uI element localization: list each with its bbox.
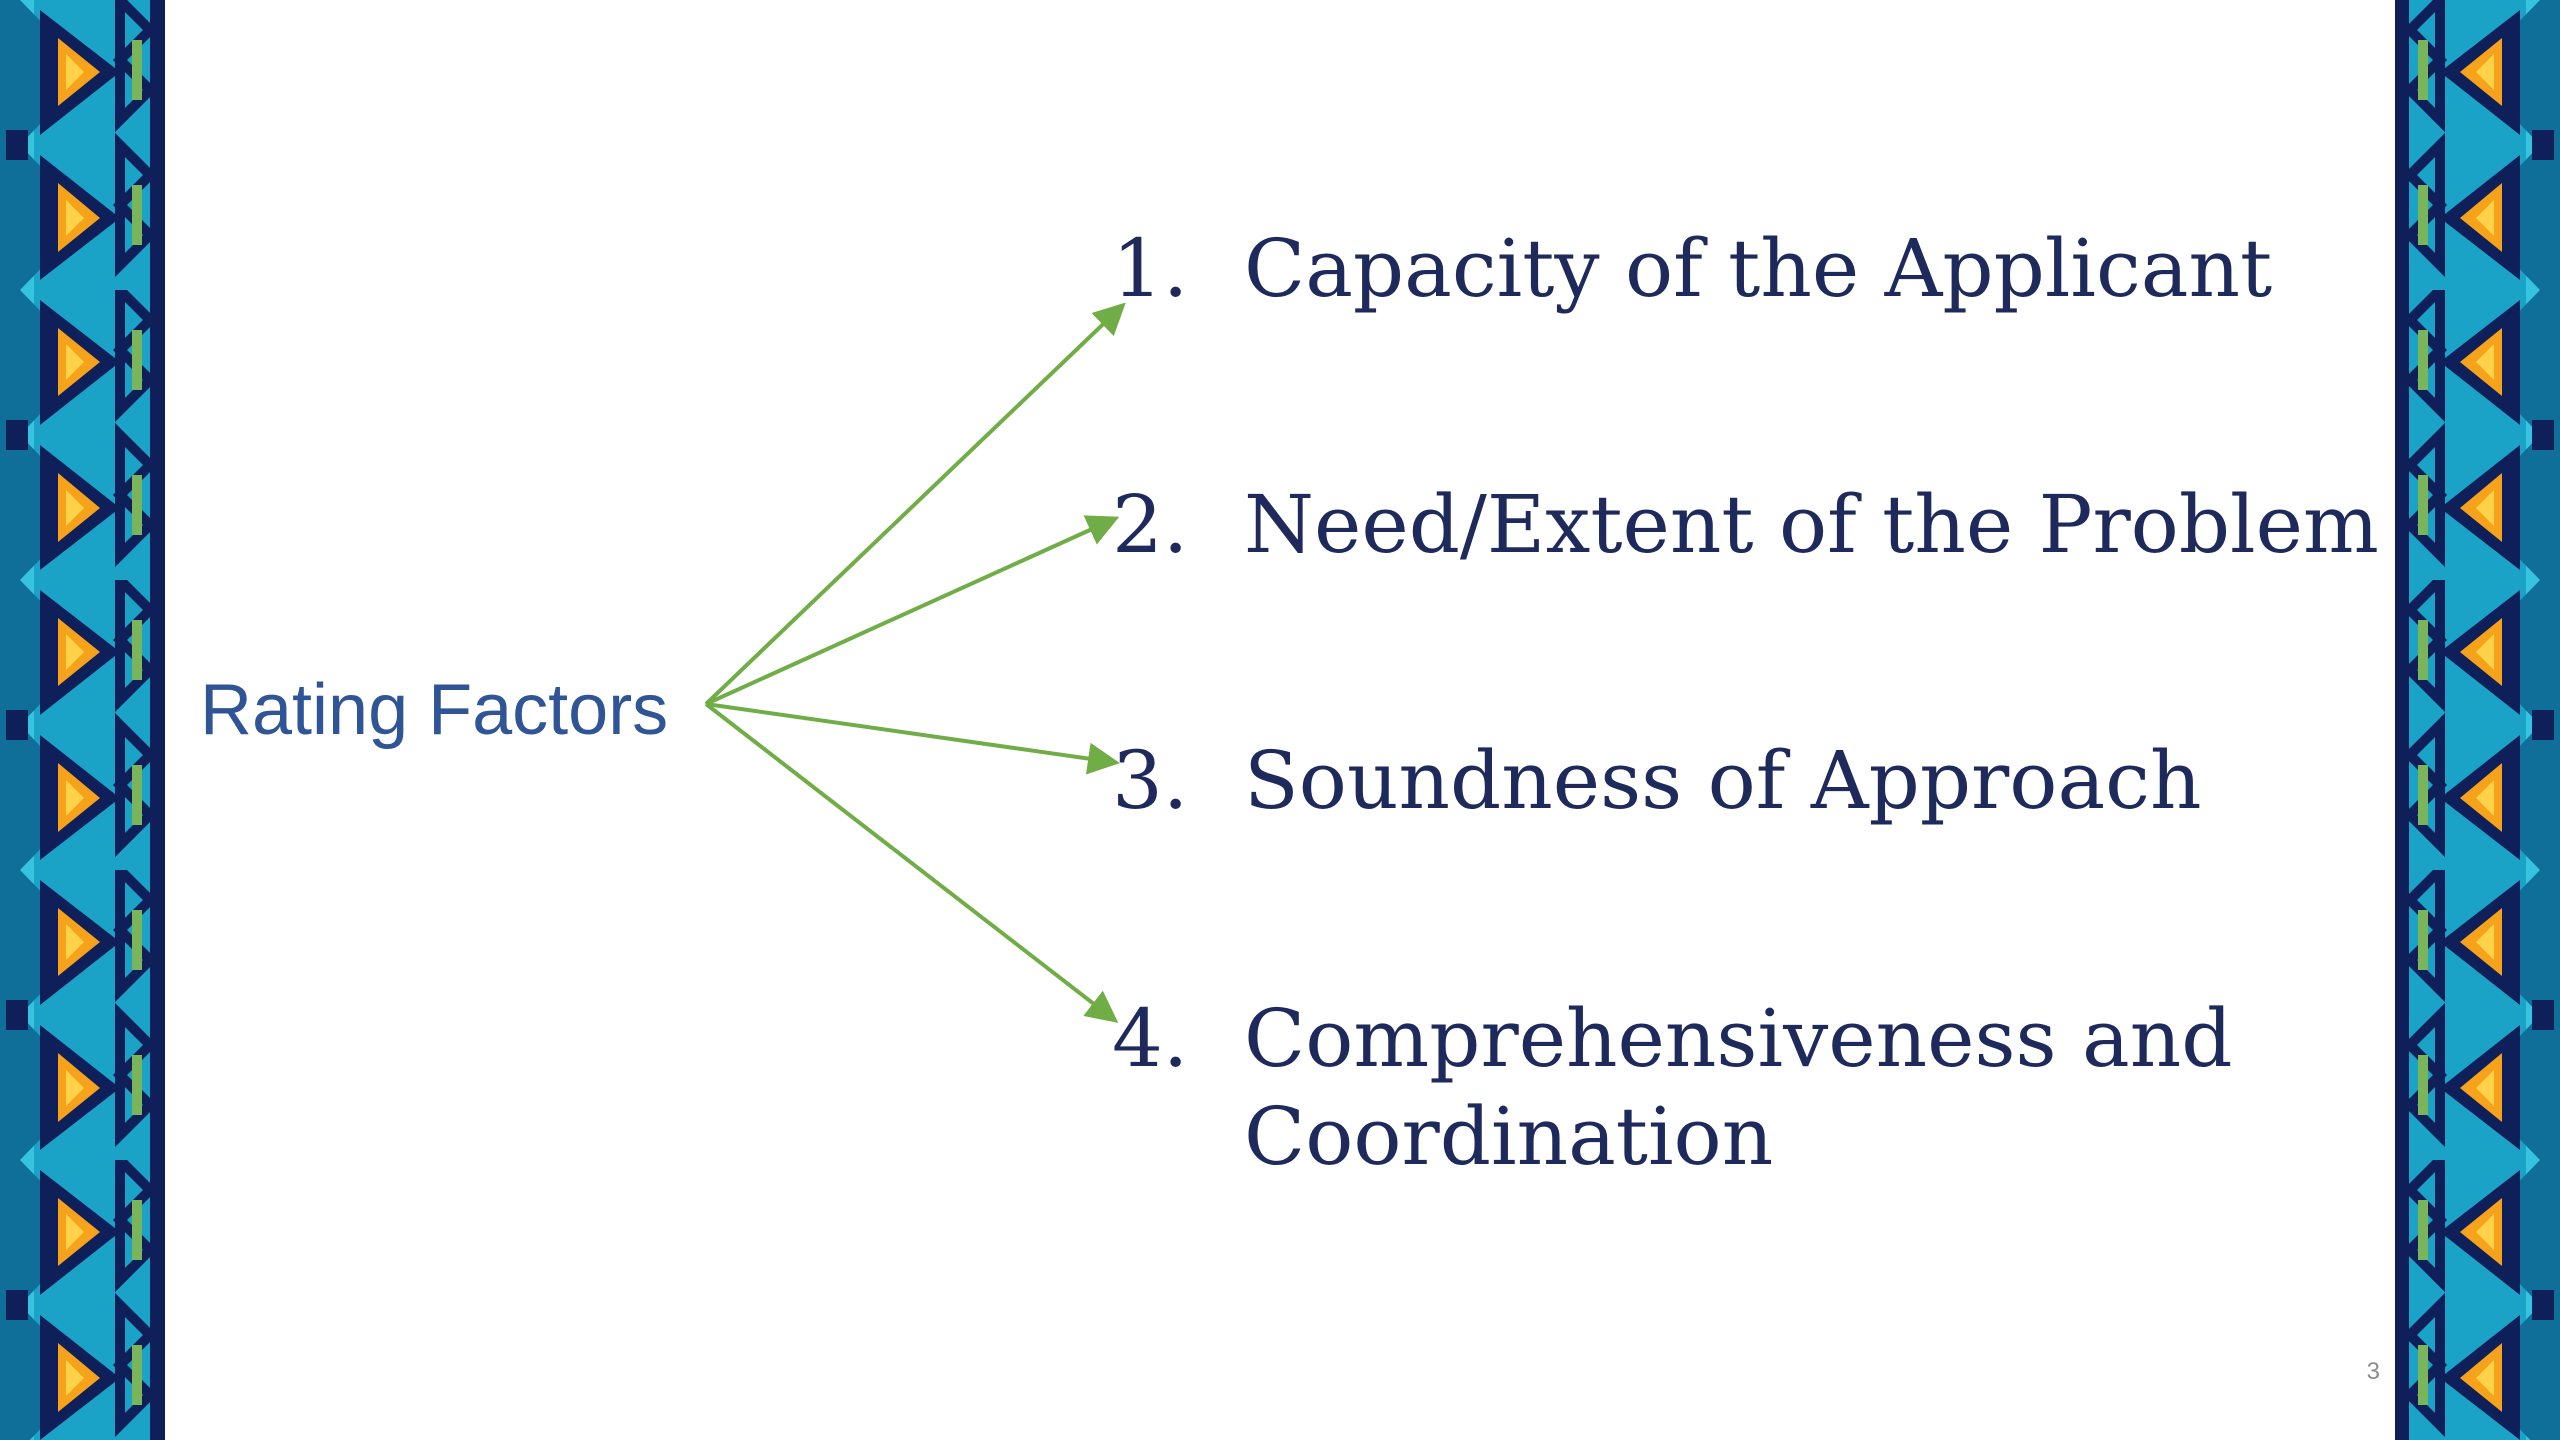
factor-item-soundness: 3. Soundness of Approach bbox=[1112, 732, 2402, 830]
left-border-pattern bbox=[0, 0, 165, 1440]
factor-number: 1. bbox=[1112, 222, 1189, 315]
arrow-to-factor-2 bbox=[705, 515, 1120, 706]
rating-factors-list: 1. Capacity of the Applicant 2. Need/Ext… bbox=[1112, 0, 2402, 1440]
right-decorative-border bbox=[2395, 0, 2560, 1440]
factor-number: 2. bbox=[1112, 478, 1189, 571]
factor-item-capacity: 1. Capacity of the Applicant bbox=[1112, 220, 2402, 318]
factor-item-comprehensiveness: 4. Comprehensiveness and Coordination bbox=[1112, 990, 2402, 1186]
arrow-to-factor-4 bbox=[704, 702, 1119, 1023]
factor-number: 4. bbox=[1112, 992, 1189, 1085]
left-decorative-border bbox=[0, 0, 165, 1440]
slide-page-number: 3 bbox=[2366, 1358, 2380, 1385]
factor-label: Comprehensiveness and Coordination bbox=[1244, 992, 2233, 1183]
rating-factors-label: Rating Factors bbox=[200, 670, 669, 750]
factor-label: Capacity of the Applicant bbox=[1244, 222, 2273, 315]
arrow-to-factor-3 bbox=[705, 702, 1120, 775]
factor-label: Soundness of Approach bbox=[1244, 734, 2202, 827]
arrow-to-factor-1 bbox=[704, 302, 1126, 706]
right-border-pattern bbox=[2395, 0, 2560, 1440]
factor-item-need-extent: 2. Need/Extent of the Problem bbox=[1112, 476, 2402, 574]
factor-label: Need/Extent of the Problem bbox=[1244, 478, 2379, 571]
factor-number: 3. bbox=[1112, 734, 1189, 827]
